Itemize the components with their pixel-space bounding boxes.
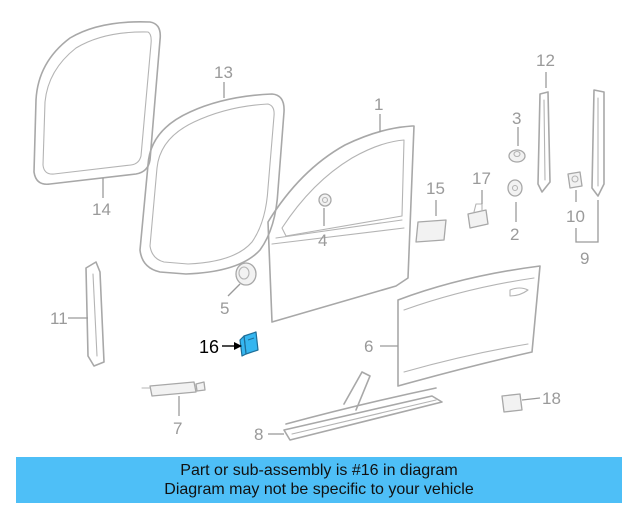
part-11-trim — [85, 261, 105, 367]
part-4-clip — [318, 193, 332, 207]
part-5-plug — [235, 262, 257, 286]
part-18-clip — [501, 393, 523, 413]
part-17-bracket — [467, 203, 489, 229]
part-13-weatherstrip — [139, 93, 285, 275]
callout-lines — [68, 72, 599, 435]
callout-16: 16 — [199, 337, 219, 357]
parts-diagram: 1 2 3 4 5 6 7 8 9 10 11 12 13 14 15 16 1… — [33, 21, 605, 444]
callout-9: 9 — [580, 249, 589, 268]
callout-numbers: 1 2 3 4 5 6 7 8 9 10 11 12 13 14 15 16 1… — [50, 51, 589, 444]
part-15-label — [415, 219, 447, 243]
callout-13: 13 — [214, 63, 233, 82]
callout-5: 5 — [220, 299, 229, 318]
banner-line-1: Part or sub-assembly is #16 in diagram — [180, 462, 458, 479]
callout-15: 15 — [426, 179, 445, 198]
callout-10: 10 — [566, 207, 585, 226]
part-8-molding — [283, 371, 443, 441]
part-7-tube — [141, 381, 206, 397]
part-2-fastener — [507, 179, 523, 197]
callout-3: 3 — [512, 109, 521, 128]
callout-2: 2 — [510, 225, 519, 244]
part-9-strip — [591, 89, 605, 197]
banner-line-2: Diagram may not be specific to your vehi… — [164, 481, 474, 498]
callout-14: 14 — [92, 200, 111, 219]
callout-11: 11 — [50, 309, 68, 328]
part-12-strip — [537, 91, 551, 193]
callout-4: 4 — [318, 231, 327, 250]
callout-8: 8 — [254, 425, 263, 444]
callout-7: 7 — [173, 419, 182, 438]
info-banner: Part or sub-assembly is #16 in diagram D… — [16, 457, 622, 503]
callout-18: 18 — [542, 389, 561, 408]
part-14-weatherstrip — [33, 21, 162, 186]
callout-6: 6 — [364, 337, 373, 356]
part-16-highlighted — [239, 331, 259, 357]
part-3-fastener — [508, 149, 526, 163]
part-6-outer-panel — [397, 265, 541, 387]
callout-1: 1 — [374, 95, 383, 114]
part-10-clip — [567, 171, 583, 189]
callout-17: 17 — [472, 169, 491, 188]
part-1-door-shell — [267, 125, 415, 323]
callout-12: 12 — [536, 51, 555, 70]
